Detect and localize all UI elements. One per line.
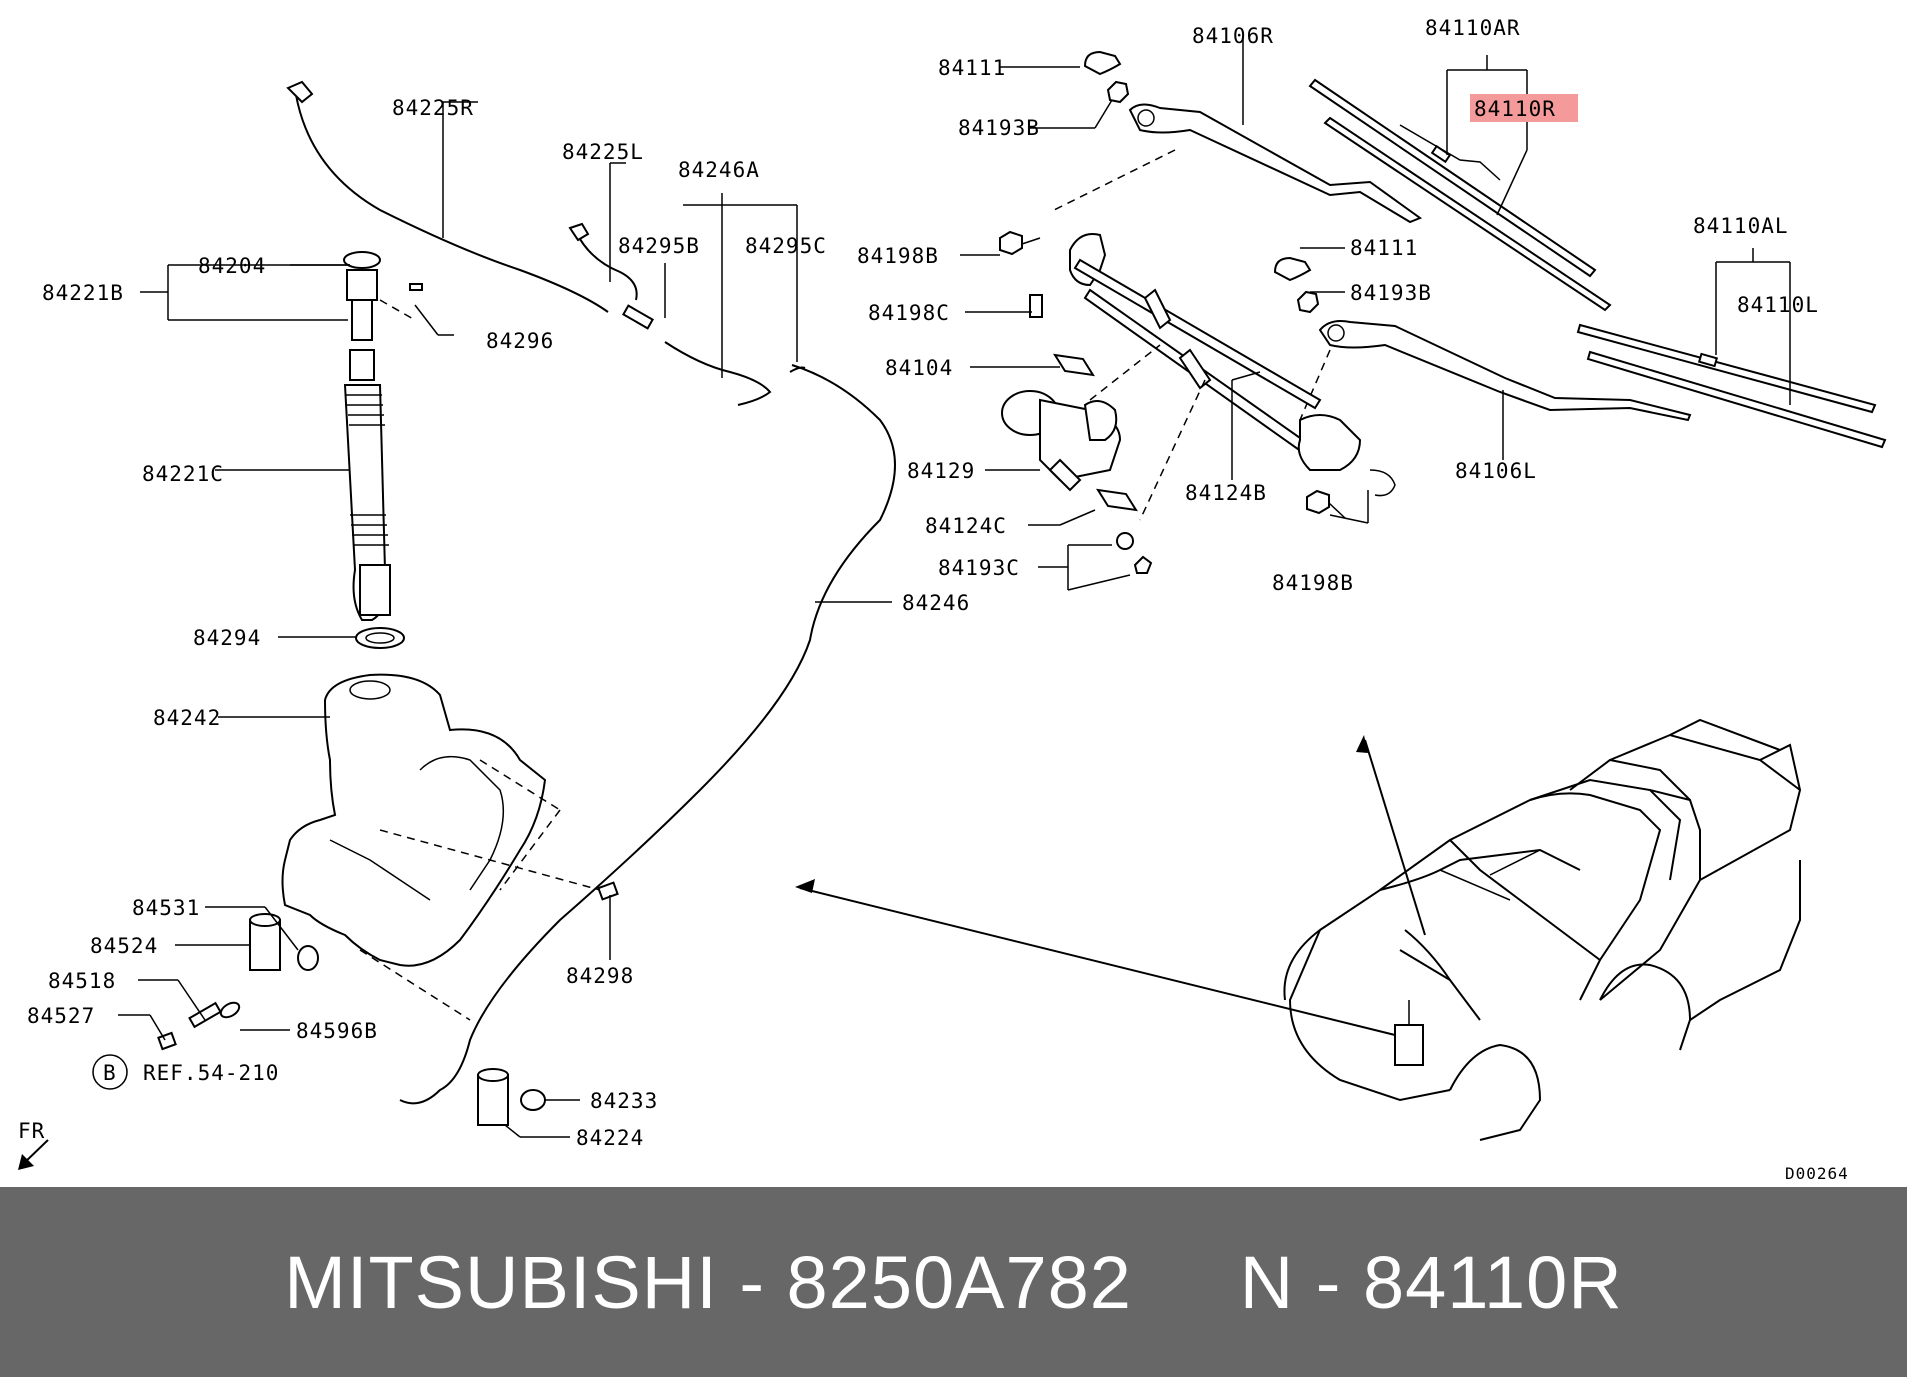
label-84225l: 84225L	[562, 140, 644, 164]
filler-neck-assembly	[140, 251, 454, 649]
label-84224: 84224	[576, 1126, 644, 1150]
washer-hose-84225r	[286, 80, 609, 313]
wiper-arm-84106r	[1128, 38, 1423, 224]
label-fr: FR	[18, 1119, 45, 1143]
label-84204: 84204	[198, 254, 266, 278]
label-84104: 84104	[885, 356, 953, 380]
highlight-84110r	[1470, 94, 1578, 122]
ref-circle	[92, 1054, 128, 1090]
label-84124b: 84124B	[1185, 481, 1267, 505]
label-84193b-top: 84193B	[958, 116, 1040, 140]
label-84242: 84242	[153, 706, 221, 730]
footer-bar: MITSUBISHI - 8250A782 N - 84110R	[0, 1187, 1907, 1377]
wiper-blade-84110l	[1576, 248, 1887, 449]
washer-hose-84246	[399, 364, 896, 1105]
label-84110l: 84110L	[1737, 293, 1819, 317]
washer-hose-84225l	[568, 162, 638, 301]
label-84294: 84294	[193, 626, 261, 650]
label-84221b: 84221B	[42, 281, 124, 305]
label-84225r: 84225R	[392, 96, 474, 120]
label-84221c: 84221C	[142, 462, 224, 486]
washer-pump-84524	[118, 906, 319, 1051]
label-84110al: 84110AL	[1693, 214, 1789, 238]
wiper-motor-84129	[985, 344, 1161, 492]
wiper-blade-84110r	[1308, 55, 1612, 312]
label-84110r: 84110R	[1474, 97, 1556, 121]
label-84198c: 84198C	[868, 301, 950, 325]
label-84531: 84531	[132, 896, 200, 920]
label-84296: 84296	[486, 329, 554, 353]
washer-pump-84224	[477, 1068, 580, 1138]
footer-part-number: MITSUBISHI - 8250A782 N - 84110R	[284, 1240, 1623, 1324]
label-84124c: 84124C	[925, 514, 1007, 538]
bolt-84298	[597, 881, 619, 960]
vehicle-outline	[1283, 718, 1802, 1141]
washer-reservoir	[218, 673, 601, 1021]
label-84596b: 84596B	[296, 1019, 378, 1043]
label-84198b-right: 84198B	[1272, 571, 1354, 595]
label-84106l: 84106L	[1455, 459, 1537, 483]
label-84193b-mid: 84193B	[1350, 281, 1432, 305]
label-84193c: 84193C	[938, 556, 1020, 580]
label-84298: 84298	[566, 964, 634, 988]
label-84295c: 84295C	[745, 234, 827, 258]
hose-connectors	[622, 193, 806, 406]
label-ref-54-210: REF.54-210	[143, 1061, 279, 1085]
label-84246: 84246	[902, 591, 970, 615]
label-84106r: 84106R	[1192, 24, 1274, 48]
label-84518: 84518	[48, 969, 116, 993]
label-84111-mid: 84111	[1350, 236, 1418, 260]
label-84111-top: 84111	[938, 56, 1006, 80]
bolts-84198	[960, 230, 1369, 524]
pointer-arrows	[795, 735, 1426, 1036]
label-84295b: 84295B	[618, 234, 700, 258]
ref-circle-letter: B	[103, 1061, 117, 1085]
wiper-arm-84106l	[1318, 320, 1692, 460]
label-84110ar: 84110AR	[1425, 16, 1521, 40]
label-84527: 84527	[27, 1004, 95, 1028]
label-84198b-left: 84198B	[857, 244, 939, 268]
label-84246a: 84246A	[678, 158, 760, 182]
label-84233: 84233	[590, 1089, 658, 1113]
wiper-linkage-84124b	[1069, 233, 1396, 521]
label-84129: 84129	[907, 459, 975, 483]
linkage-brackets	[970, 353, 1153, 591]
drawing-code: D00264	[1785, 1164, 1849, 1183]
parts-diagram: 84111 84193B 84106R 84110AR 84110R 84225…	[18, 16, 1887, 1183]
wiper-caps-nuts	[1000, 50, 1345, 421]
front-arrow-icon	[18, 1139, 49, 1170]
label-84524: 84524	[90, 934, 158, 958]
